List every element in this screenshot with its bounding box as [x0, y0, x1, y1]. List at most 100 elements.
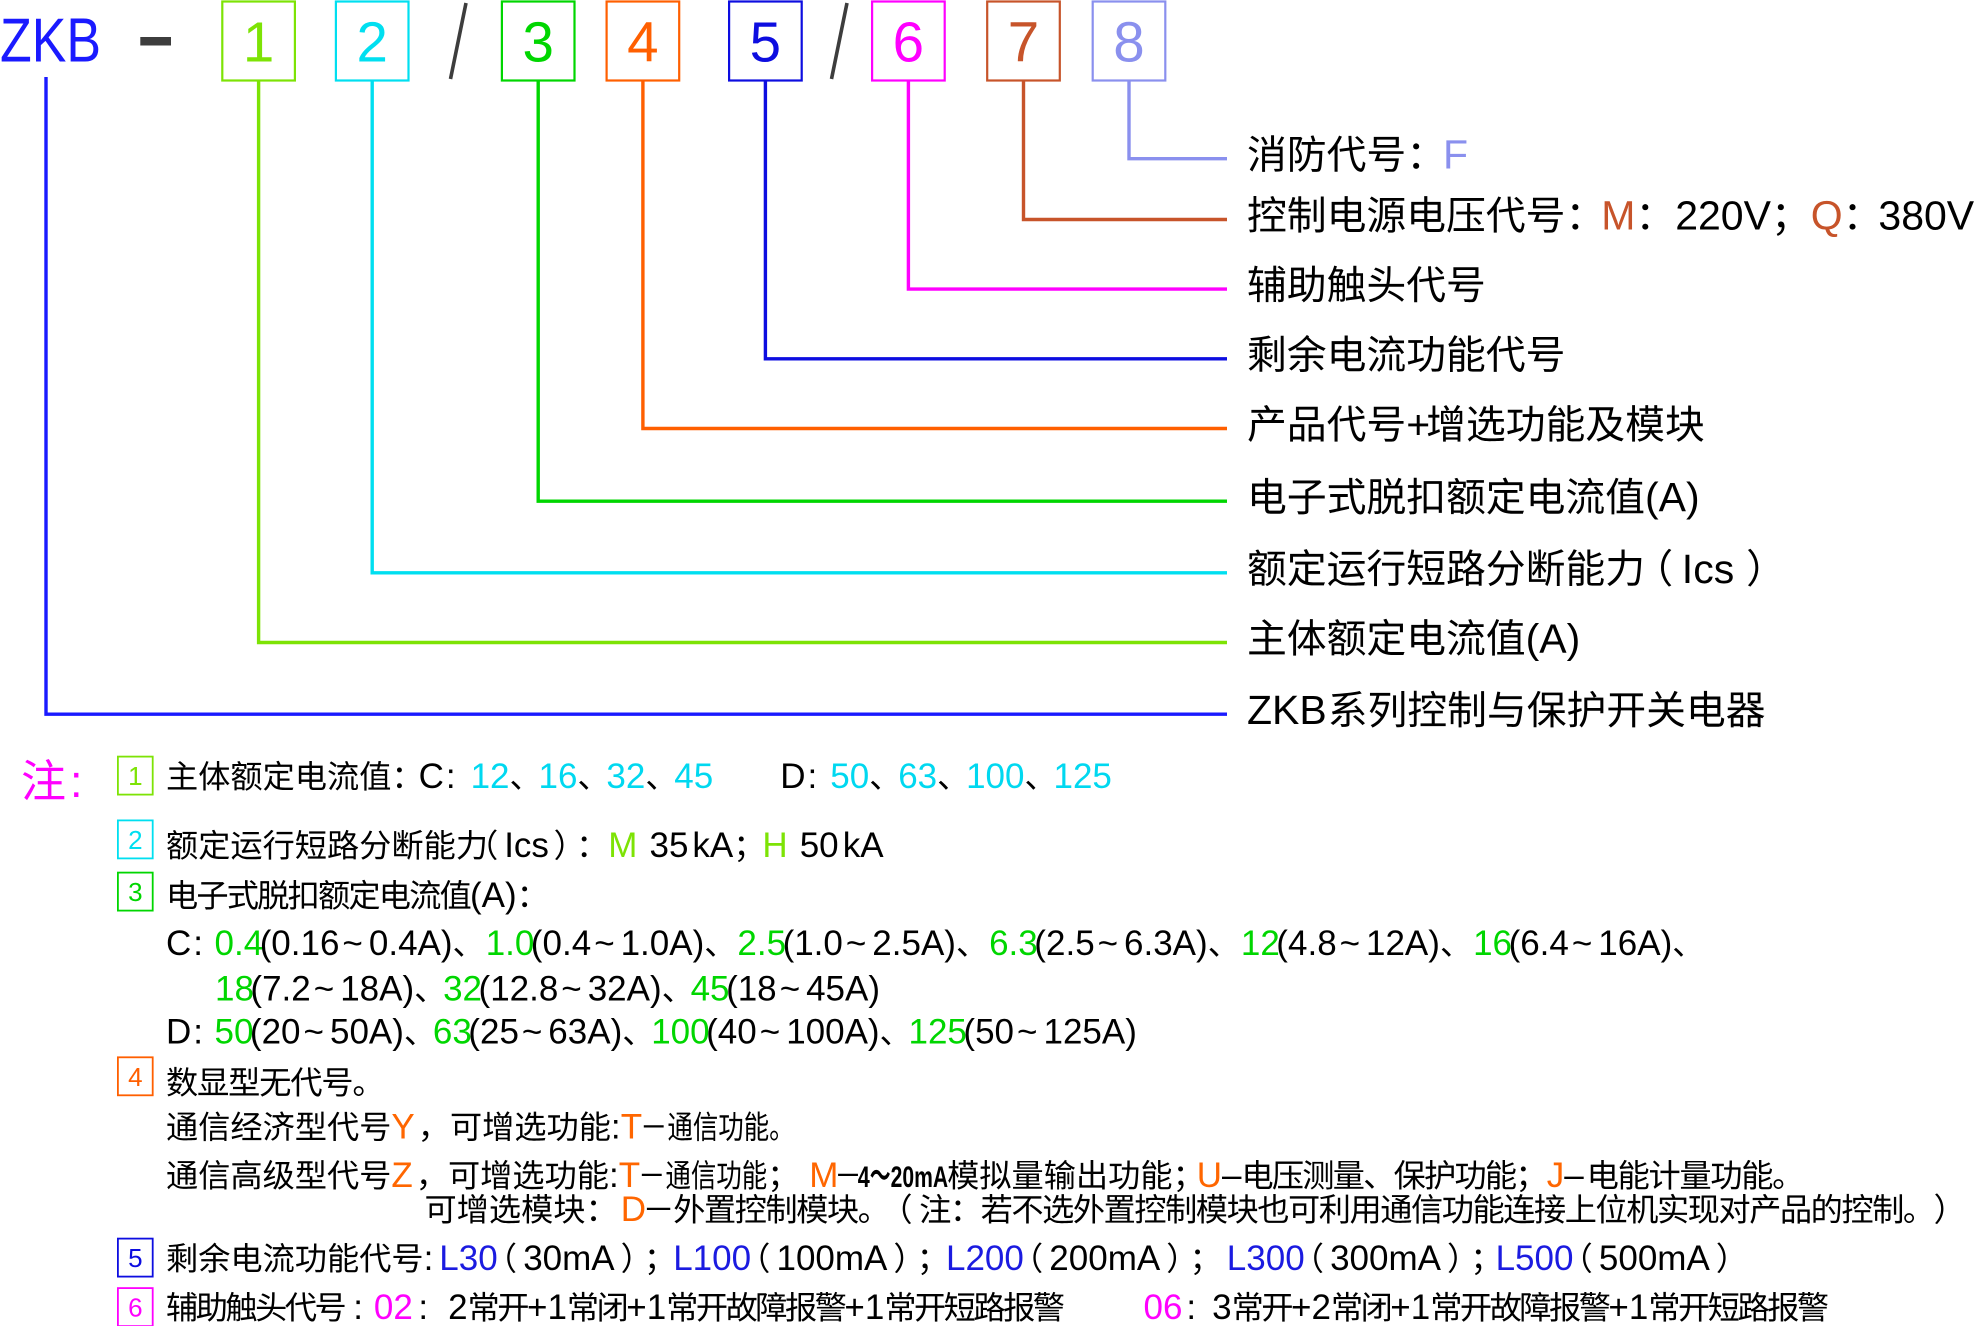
svg-text:0.4: 0.4 — [543, 924, 592, 963]
svg-text:): ) — [693, 924, 705, 963]
svg-text:Ics: Ics — [1682, 546, 1734, 592]
svg-text::: : — [609, 1156, 619, 1195]
svg-text:06: 06 — [1144, 1288, 1183, 1326]
svg-text:ZKB: ZKB — [0, 7, 101, 76]
svg-text:~: ~ — [304, 1013, 324, 1052]
svg-text:~: ~ — [780, 970, 800, 1009]
svg-text:63: 63 — [433, 1013, 472, 1052]
svg-text:): ) — [868, 1013, 880, 1052]
svg-text:): ) — [1196, 924, 1208, 963]
svg-text::: : — [808, 757, 818, 796]
svg-text:7: 7 — [1008, 11, 1039, 74]
svg-text:L100: L100 — [673, 1239, 751, 1278]
svg-text:): ) — [441, 924, 453, 963]
svg-text:): ) — [1661, 924, 1673, 963]
svg-text:1: 1 — [128, 761, 142, 791]
svg-text:6.3A: 6.3A — [1124, 924, 1197, 963]
svg-text:200mA: 200mA — [1049, 1239, 1161, 1278]
svg-text:0.4A: 0.4A — [369, 924, 442, 963]
svg-text:16A: 16A — [1598, 924, 1661, 963]
svg-text:(: ( — [250, 970, 262, 1009]
svg-text:4: 4 — [128, 1062, 142, 1092]
svg-text:(A): (A) — [470, 876, 517, 915]
svg-text:D: D — [166, 1013, 191, 1052]
svg-text:(: ( — [479, 970, 491, 1009]
svg-text:): ) — [403, 970, 415, 1009]
svg-text:): ) — [1428, 924, 1440, 963]
svg-text:L500: L500 — [1496, 1239, 1574, 1278]
svg-text:(: ( — [726, 970, 738, 1009]
svg-text:5: 5 — [750, 11, 781, 74]
svg-text:6.4: 6.4 — [1520, 924, 1569, 963]
svg-text:~: ~ — [314, 970, 334, 1009]
svg-text:(: ( — [1509, 924, 1521, 963]
svg-text:kA: kA — [843, 826, 885, 865]
svg-text:50: 50 — [975, 1013, 1014, 1052]
svg-text:): ) — [944, 924, 956, 963]
svg-text:1.0: 1.0 — [794, 924, 843, 963]
svg-text:~: ~ — [1572, 924, 1592, 963]
svg-text:1.0A: 1.0A — [621, 924, 694, 963]
svg-text:125A: 125A — [1044, 1013, 1126, 1052]
svg-text:L300: L300 — [1227, 1239, 1305, 1278]
svg-text:100: 100 — [651, 1013, 709, 1052]
svg-text:): ) — [1125, 1013, 1137, 1052]
svg-text:Q: Q — [1811, 193, 1843, 239]
svg-text:7.2: 7.2 — [262, 970, 311, 1009]
svg-text:~: ~ — [846, 924, 866, 963]
svg-text:2: 2 — [128, 825, 142, 855]
svg-text:+2: +2 — [1291, 1288, 1331, 1326]
svg-text:Y: Y — [391, 1108, 414, 1147]
svg-text:6: 6 — [893, 11, 924, 74]
svg-text:T: T — [621, 1108, 642, 1147]
svg-text:63A: 63A — [548, 1013, 611, 1052]
svg-text::: : — [418, 1288, 428, 1326]
svg-text:16: 16 — [1473, 924, 1512, 963]
svg-text:35: 35 — [650, 826, 689, 865]
svg-text:H: H — [762, 826, 787, 865]
svg-text:(: ( — [706, 1013, 718, 1052]
svg-text:300mA: 300mA — [1330, 1239, 1442, 1278]
svg-text::: : — [193, 924, 203, 963]
svg-text:M: M — [809, 1156, 838, 1195]
svg-text:~: ~ — [1098, 924, 1118, 963]
svg-text:45: 45 — [691, 970, 730, 1009]
svg-text:12: 12 — [471, 757, 510, 796]
svg-text:4: 4 — [627, 11, 658, 74]
svg-text:50: 50 — [215, 1013, 254, 1052]
svg-text:~: ~ — [1340, 924, 1360, 963]
svg-text:+1: +1 — [626, 1288, 666, 1326]
svg-text:L30: L30 — [439, 1239, 497, 1278]
svg-text:500mA: 500mA — [1599, 1239, 1711, 1278]
svg-text:2: 2 — [448, 1288, 467, 1326]
svg-text:45A: 45A — [806, 970, 869, 1009]
svg-text:+1: +1 — [1608, 1288, 1648, 1326]
svg-text:ZKB: ZKB — [1247, 687, 1327, 733]
svg-text:–: – — [1222, 1156, 1242, 1195]
svg-text:+1: +1 — [844, 1288, 884, 1326]
svg-text:(A): (A) — [1526, 616, 1581, 662]
svg-text:M: M — [1601, 193, 1635, 239]
svg-text:0.4: 0.4 — [215, 924, 264, 963]
svg-text:(: ( — [1276, 924, 1288, 963]
svg-text:02: 02 — [374, 1288, 413, 1326]
svg-text:L200: L200 — [946, 1239, 1024, 1278]
svg-text:0.16: 0.16 — [271, 924, 339, 963]
svg-text:18: 18 — [215, 970, 254, 1009]
svg-text:(: ( — [250, 1013, 262, 1052]
svg-text:T: T — [619, 1156, 640, 1195]
svg-text:380V: 380V — [1878, 193, 1974, 239]
svg-text::: : — [353, 1288, 363, 1326]
svg-text:4: 4 — [858, 1161, 870, 1194]
svg-text:+1: +1 — [1390, 1288, 1430, 1326]
svg-text:4.8: 4.8 — [1288, 924, 1337, 963]
svg-text:): ) — [868, 970, 880, 1009]
svg-text:2.5: 2.5 — [737, 924, 786, 963]
svg-text:16: 16 — [539, 757, 578, 796]
svg-text:63: 63 — [898, 757, 937, 796]
svg-text:U: U — [1197, 1156, 1222, 1195]
svg-text:45: 45 — [674, 757, 713, 796]
svg-text:Ics: Ics — [504, 826, 549, 865]
svg-text::: : — [1186, 1288, 1196, 1326]
svg-text:25: 25 — [480, 1013, 519, 1052]
